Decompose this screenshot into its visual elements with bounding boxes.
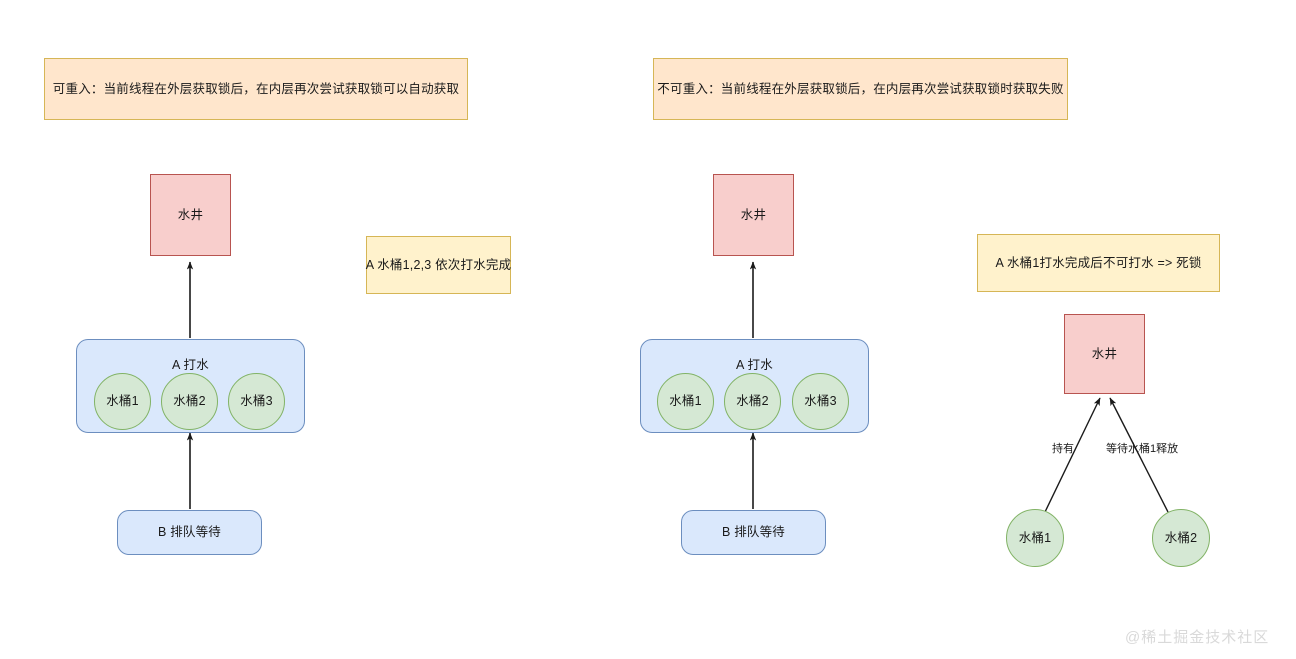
deadlock-well-label: 水井	[1091, 346, 1118, 361]
deadlock-bucket-2-label: 水桶2	[1164, 530, 1198, 545]
deadlock-edge-label-holds: 持有	[1052, 440, 1074, 456]
watermark: @稀土掘金技术社区	[1125, 626, 1269, 647]
left-group-a-label: A 打水	[172, 358, 209, 372]
right-header-note-text: 不可重入：当前线程在外层获取锁后，在内层再次尝试获取锁时获取失败	[657, 81, 1064, 96]
left-header-note-text: 可重入：当前线程在外层获取锁后，在内层再次尝试获取锁可以自动获取	[52, 81, 460, 96]
right-header-note: 不可重入：当前线程在外层获取锁后，在内层再次尝试获取锁时获取失败	[653, 58, 1068, 120]
right-group-a-label: A 打水	[736, 358, 773, 372]
deadlock-edge-label-waiting-text: 等待水桶1释放	[1106, 443, 1179, 455]
deadlock-edge-label-holds-text: 持有	[1052, 443, 1074, 455]
right-well-box[interactable]: 水井	[713, 174, 794, 256]
left-bucket-1[interactable]: 水桶1	[94, 373, 151, 430]
left-waiting-box-label: B 排队等待	[157, 525, 221, 540]
left-well-box[interactable]: 水井	[150, 174, 231, 256]
left-bucket-2-label: 水桶2	[173, 394, 206, 409]
right-bucket-2[interactable]: 水桶2	[724, 373, 781, 430]
right-bucket-3[interactable]: 水桶3	[792, 373, 849, 430]
watermark-text: @稀土掘金技术社区	[1125, 629, 1270, 646]
right-bucket-3-label: 水桶3	[804, 394, 837, 409]
right-waiting-box[interactable]: B 排队等待	[681, 510, 826, 555]
deadlock-bucket-1-label: 水桶1	[1018, 530, 1052, 545]
left-bucket-2[interactable]: 水桶2	[161, 373, 218, 430]
left-bucket-3[interactable]: 水桶3	[228, 373, 285, 430]
edge-bucket2-waits-well	[1109, 397, 1169, 513]
edge-bucket1-holds-well	[1044, 397, 1101, 513]
right-side-note-text: A 水桶1打水完成后不可打水 => 死锁	[995, 255, 1202, 270]
deadlock-edge-label-waiting: 等待水桶1释放	[1106, 440, 1178, 456]
left-bucket-3-label: 水桶3	[240, 394, 273, 409]
right-bucket-1[interactable]: 水桶1	[657, 373, 714, 430]
deadlock-bucket-2[interactable]: 水桶2	[1152, 509, 1210, 567]
left-side-note-text: A 水桶1,2,3 依次打水完成	[365, 257, 512, 272]
deadlock-bucket-1[interactable]: 水桶1	[1006, 509, 1064, 567]
right-waiting-box-label: B 排队等待	[721, 525, 785, 540]
right-side-note: A 水桶1打水完成后不可打水 => 死锁	[977, 234, 1220, 292]
left-side-note: A 水桶1,2,3 依次打水完成	[366, 236, 511, 294]
deadlock-well-box[interactable]: 水井	[1064, 314, 1145, 394]
right-well-label: 水井	[740, 207, 767, 222]
left-waiting-box[interactable]: B 排队等待	[117, 510, 262, 555]
left-bucket-1-label: 水桶1	[106, 394, 139, 409]
right-bucket-2-label: 水桶2	[736, 394, 769, 409]
left-header-note: 可重入：当前线程在外层获取锁后，在内层再次尝试获取锁可以自动获取	[44, 58, 468, 120]
right-bucket-1-label: 水桶1	[669, 394, 702, 409]
left-well-label: 水井	[177, 207, 204, 222]
